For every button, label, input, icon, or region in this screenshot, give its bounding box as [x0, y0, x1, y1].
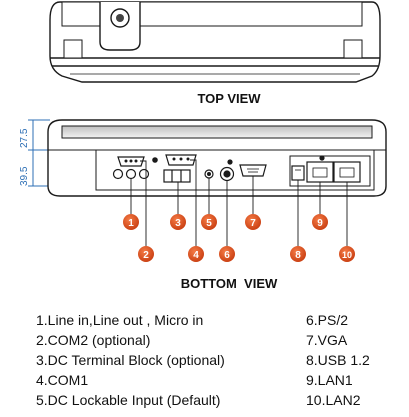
svg-text:4: 4 [193, 250, 199, 261]
top-view-drawing [49, 1, 381, 83]
dimension-lower-label: 39.5 [19, 166, 30, 186]
legend-item-9: 9.LAN1 [306, 372, 353, 388]
legend-item-1: 1.Line in,Line out , Micro in [36, 312, 204, 328]
bottom-view-drawing [47, 119, 387, 197]
connector-ps2 [219, 159, 235, 182]
svg-text:9: 9 [317, 218, 323, 229]
connector-dc-lockable-input [204, 169, 214, 179]
callout-8: 8 [290, 246, 306, 262]
svg-text:1: 1 [128, 218, 134, 229]
legend-item-7: 7.VGA [306, 332, 348, 348]
callout-9: 9 [312, 214, 328, 230]
connector-usb [291, 165, 305, 181]
bottom-view-title: BOTTOM VIEW [181, 276, 278, 291]
connector-lan1 [306, 161, 334, 183]
dimension-upper-label: 27.5 [19, 128, 30, 148]
callout-3: 3 [170, 214, 186, 230]
dimension-lines [28, 119, 50, 187]
connector-audio-jacks [112, 168, 150, 180]
callout-leader-lines [130, 159, 348, 246]
callout-1: 1 [123, 214, 139, 230]
svg-text:6: 6 [224, 250, 230, 261]
callout-balls: 1 2 3 4 5 6 7 8 [123, 214, 355, 262]
svg-text:5: 5 [206, 218, 212, 229]
svg-text:2: 2 [143, 250, 149, 261]
connector-com1 [165, 154, 197, 166]
legend-item-3: 3.DC Terminal Block (optional) [36, 352, 225, 368]
svg-text:10: 10 [342, 250, 352, 260]
legend-item-2: 2.COM2 (optional) [36, 332, 151, 348]
legend-item-6: 6.PS/2 [306, 312, 349, 328]
connector-com2 [117, 156, 158, 167]
callout-5: 5 [201, 214, 217, 230]
callout-2: 2 [138, 246, 154, 262]
callout-6: 6 [219, 246, 235, 262]
svg-text:7: 7 [250, 218, 256, 229]
legend-item-5: 5.DC Lockable Input (Default) [36, 392, 221, 408]
svg-text:3: 3 [175, 218, 181, 229]
callout-10: 10 [339, 246, 355, 262]
connector-dc-terminal-block [163, 169, 191, 183]
legend-item-8: 8.USB 1.2 [306, 352, 370, 368]
connector-vga [239, 164, 267, 177]
callout-4: 4 [188, 246, 204, 262]
legend-item-10: 10.LAN2 [306, 392, 361, 408]
svg-text:8: 8 [295, 250, 301, 261]
top-view-title: TOP VIEW [197, 91, 261, 106]
callout-7: 7 [245, 214, 261, 230]
legend-item-4: 4.COM1 [36, 372, 89, 388]
